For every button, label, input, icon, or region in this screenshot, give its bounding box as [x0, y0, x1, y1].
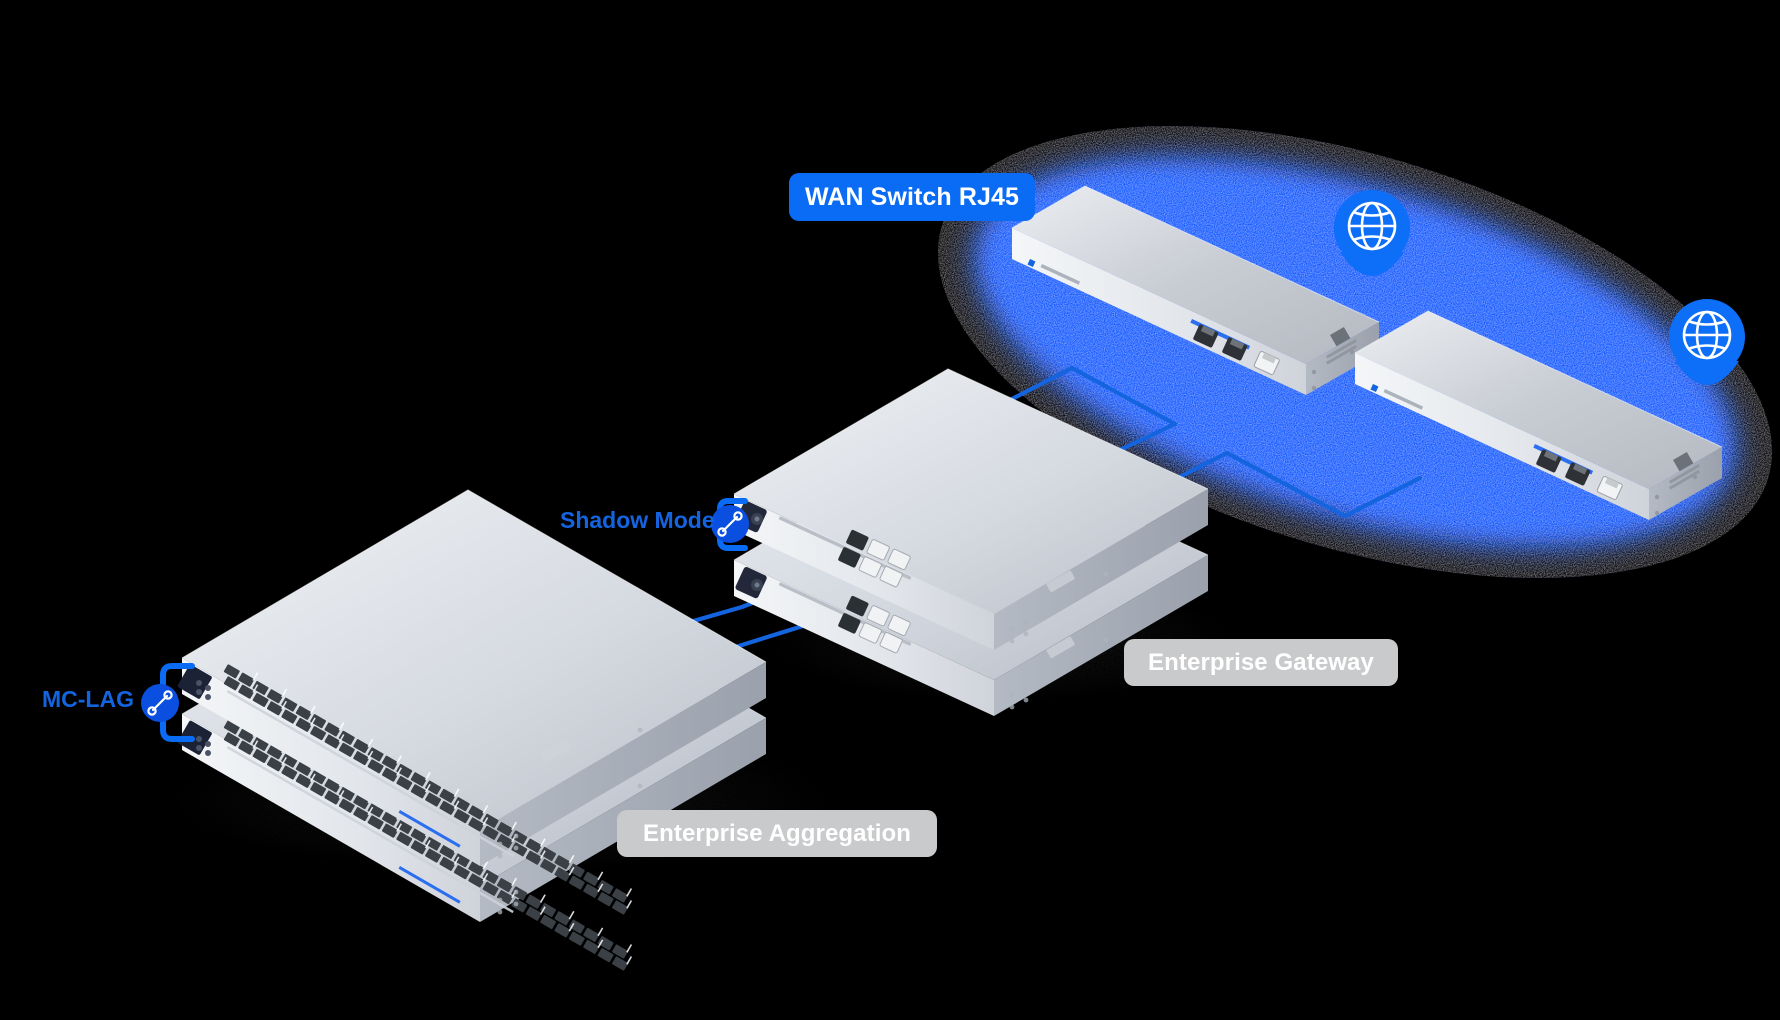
label-wan-switch-rj45-text: WAN Switch RJ45 [804, 182, 1020, 211]
wan2-endcap-detail [1654, 452, 1700, 516]
cable-gateway-top-to-wan1 [1009, 365, 1178, 474]
wan1-endcap-detail [1311, 327, 1357, 391]
globe-icon-right[interactable] [1669, 299, 1745, 385]
wan2-ports [1536, 449, 1623, 500]
device-wan-switch-2[interactable] [1354, 310, 1723, 520]
gateway-top-side-detail [1009, 570, 1109, 644]
device-wan-switch-1[interactable] [1011, 185, 1380, 395]
label-enterprise-gateway-text: Enterprise Gateway [1148, 648, 1374, 676]
globe-icon-left[interactable] [1333, 190, 1410, 276]
label-enterprise-aggregation[interactable]: Enterprise Aggregation [617, 810, 937, 857]
link-icon-mc-lag[interactable] [141, 684, 179, 722]
wan1-ports [1193, 324, 1280, 375]
aggregation-top-ports [223, 664, 633, 915]
gateway-top-ports [838, 529, 911, 588]
label-mc-lag[interactable]: MC-LAG [42, 686, 134, 712]
label-shadow-mode[interactable]: Shadow Mode [560, 507, 715, 533]
device-aggregation-top[interactable] [177, 489, 767, 915]
device-gateway-top[interactable] [733, 368, 1209, 650]
label-enterprise-aggregation-text: Enterprise Aggregation [642, 819, 912, 847]
gateway-bottom-side-detail [1009, 636, 1109, 710]
label-wan-switch-rj45[interactable]: WAN Switch RJ45 [789, 173, 1035, 221]
label-enterprise-gateway[interactable]: Enterprise Gateway [1124, 639, 1398, 686]
link-icon-shadow-mode[interactable] [711, 505, 749, 543]
aggregation-bottom-ports [223, 720, 633, 971]
gateway-bottom-ports [838, 595, 911, 654]
